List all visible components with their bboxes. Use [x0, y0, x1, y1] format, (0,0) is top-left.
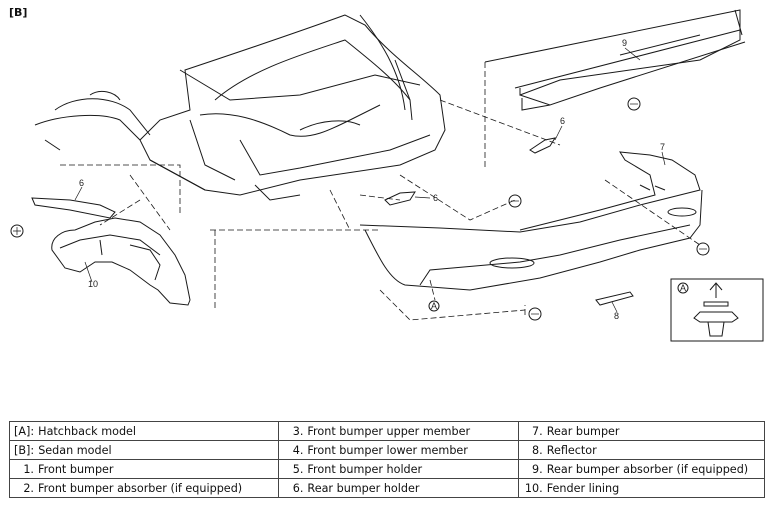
legend-cell: 9.Rear bumper absorber (if equipped)	[517, 459, 766, 479]
rear-bumper-absorber	[484, 9, 746, 111]
legend-cell: 2. Front bumper absorber (if equipped)	[8, 478, 280, 498]
legend-row: 2. Front bumper absorber (if equipped) 6.R…	[8, 478, 766, 498]
legend-cell: 1. Front bumper	[8, 459, 280, 479]
clip-symbols	[10, 97, 710, 321]
legend-number: 8.	[532, 443, 543, 457]
car-body-outline	[34, 14, 446, 201]
legend-text: Rear bumper absorber (if equipped)	[546, 462, 749, 476]
fender-lining-part	[51, 217, 191, 306]
legend-text: Rear bumper holder	[307, 481, 420, 495]
legend-text: Rear bumper	[546, 424, 620, 438]
callout-detail-a: A	[680, 283, 686, 293]
callout-clip-a: A	[431, 301, 437, 311]
leader-lines	[74, 47, 666, 313]
legend-text: Fender lining	[546, 481, 620, 495]
callout-holder-left: 6	[79, 178, 84, 188]
legend-number: [B]:	[14, 443, 35, 457]
holder-upper-part	[529, 137, 557, 154]
legend-text: Front bumper	[38, 462, 114, 476]
legend-cell: 7.Rear bumper	[517, 421, 766, 441]
legend-text: Front bumper holder	[307, 462, 423, 476]
legend-number: [A]:	[14, 424, 35, 438]
holder-left-part	[31, 197, 116, 219]
legend-number: 4.	[292, 443, 304, 457]
legend-number: 9.	[532, 462, 543, 476]
legend-text: Front bumper upper member	[307, 424, 471, 438]
legend-text: Sedan model	[38, 443, 112, 457]
callout-holder-upper: 6	[560, 116, 565, 126]
diagram-tag: [B]	[9, 6, 28, 19]
holder-mid-part	[384, 191, 416, 206]
legend-cell: 3.Front bumper upper member	[278, 421, 519, 441]
callout-absorber-rear: 9	[622, 38, 627, 48]
detail-a-box	[670, 278, 764, 342]
legend-text: Front bumper lower member	[307, 443, 468, 457]
legend-cell: 6.Rear bumper holder	[278, 478, 519, 498]
legend-number: 1.	[23, 462, 34, 476]
legend-text: Reflector	[546, 443, 597, 457]
legend-number: 3.	[292, 424, 304, 438]
legend-cell: 4.Front bumper lower member	[278, 440, 519, 460]
legend-number: 7.	[532, 424, 543, 438]
callout-holder-mid: 6	[433, 193, 438, 203]
callout-rear-bumper: 7	[660, 142, 665, 152]
callout-reflector: 8	[614, 311, 619, 321]
reflector-part	[595, 291, 634, 306]
alignment-lines	[60, 62, 701, 321]
rear-bumper-part	[359, 151, 703, 291]
legend-number: 6.	[292, 481, 304, 495]
legend-cell: 8.Reflector	[517, 440, 766, 460]
legend-text: Hatchback model	[38, 424, 137, 438]
legend-cell: [A]:Hatchback model	[8, 421, 280, 441]
legend-number: 2.	[23, 481, 34, 495]
legend-number: 5.	[292, 462, 304, 476]
legend-cell: 5.Front bumper holder	[278, 459, 519, 479]
legend-text: Front bumper absorber (if equipped)	[38, 481, 243, 495]
exploded-view-diagram: 9 6 6 6 7 10 8 A A	[10, 9, 764, 342]
legend-cell: [B]:Sedan model	[8, 440, 280, 460]
callout-fender: 10	[88, 279, 98, 289]
legend-number: 10.	[524, 481, 543, 495]
legend-cell: 10.Fender lining	[517, 478, 766, 498]
